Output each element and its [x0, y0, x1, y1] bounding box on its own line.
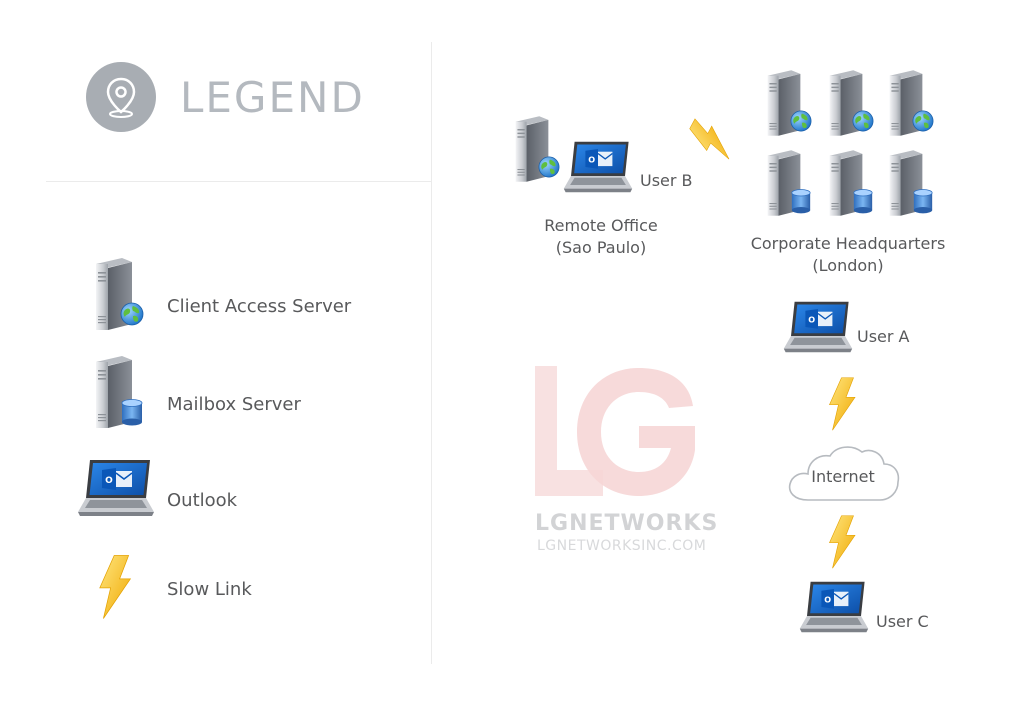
- internet-cloud-icon: [788, 446, 900, 501]
- remote-office-city: (Sao Paulo): [555, 238, 647, 257]
- legend-label-slow-link: Slow Link: [167, 579, 252, 600]
- watermark-url: LGNETWORKSINC.COM: [537, 538, 707, 554]
- hq-mailbox-server-icon-2: [829, 150, 873, 216]
- legend-label-mailbox-server: Mailbox Server: [167, 394, 301, 415]
- mailbox-server-icon: [96, 356, 143, 428]
- hq-client-access-server-icon-1: [767, 70, 812, 136]
- user-c-label: User C: [876, 612, 929, 631]
- legend-divider: [46, 181, 431, 182]
- internet-label: Internet: [811, 467, 875, 486]
- user-a-label: User A: [857, 327, 910, 346]
- user-c-laptop-icon: [799, 581, 869, 633]
- slow-link-bolt-icon-2: [829, 377, 856, 431]
- headquarters-label: Corporate Headquarters (London): [748, 233, 948, 277]
- user-b-laptop-icon: [563, 141, 633, 193]
- remote-client-access-server-icon: [515, 116, 560, 182]
- client-access-server-icon: [96, 258, 144, 330]
- legend-label-client-access-server: Client Access Server: [167, 296, 352, 317]
- user-b-label: User B: [640, 171, 693, 190]
- watermark-logo: [535, 366, 695, 496]
- hq-client-access-server-icon-2: [829, 70, 874, 136]
- headquarters-city: (London): [812, 256, 884, 275]
- slow-link-bolt-icon-3: [829, 515, 856, 569]
- location-pin-icon: [86, 62, 156, 132]
- remote-office-name: Remote Office: [544, 216, 658, 235]
- legend-label-outlook: Outlook: [167, 490, 238, 511]
- legend-title: LEGEND: [180, 73, 365, 122]
- hq-client-access-server-icon-3: [889, 70, 934, 136]
- outlook-laptop-icon: [77, 459, 155, 517]
- vertical-divider: [431, 42, 432, 664]
- remote-office-label: Remote Office (Sao Paulo): [532, 215, 670, 259]
- lightning-bolt-icon: [99, 555, 131, 619]
- hq-mailbox-server-icon-1: [767, 150, 811, 216]
- watermark-name: LGNETWORKS: [535, 511, 719, 536]
- slow-link-bolt-icon: [684, 118, 740, 160]
- user-a-laptop-icon: [783, 301, 853, 353]
- headquarters-name: Corporate Headquarters: [750, 234, 946, 253]
- hq-mailbox-server-icon-3: [889, 150, 933, 216]
